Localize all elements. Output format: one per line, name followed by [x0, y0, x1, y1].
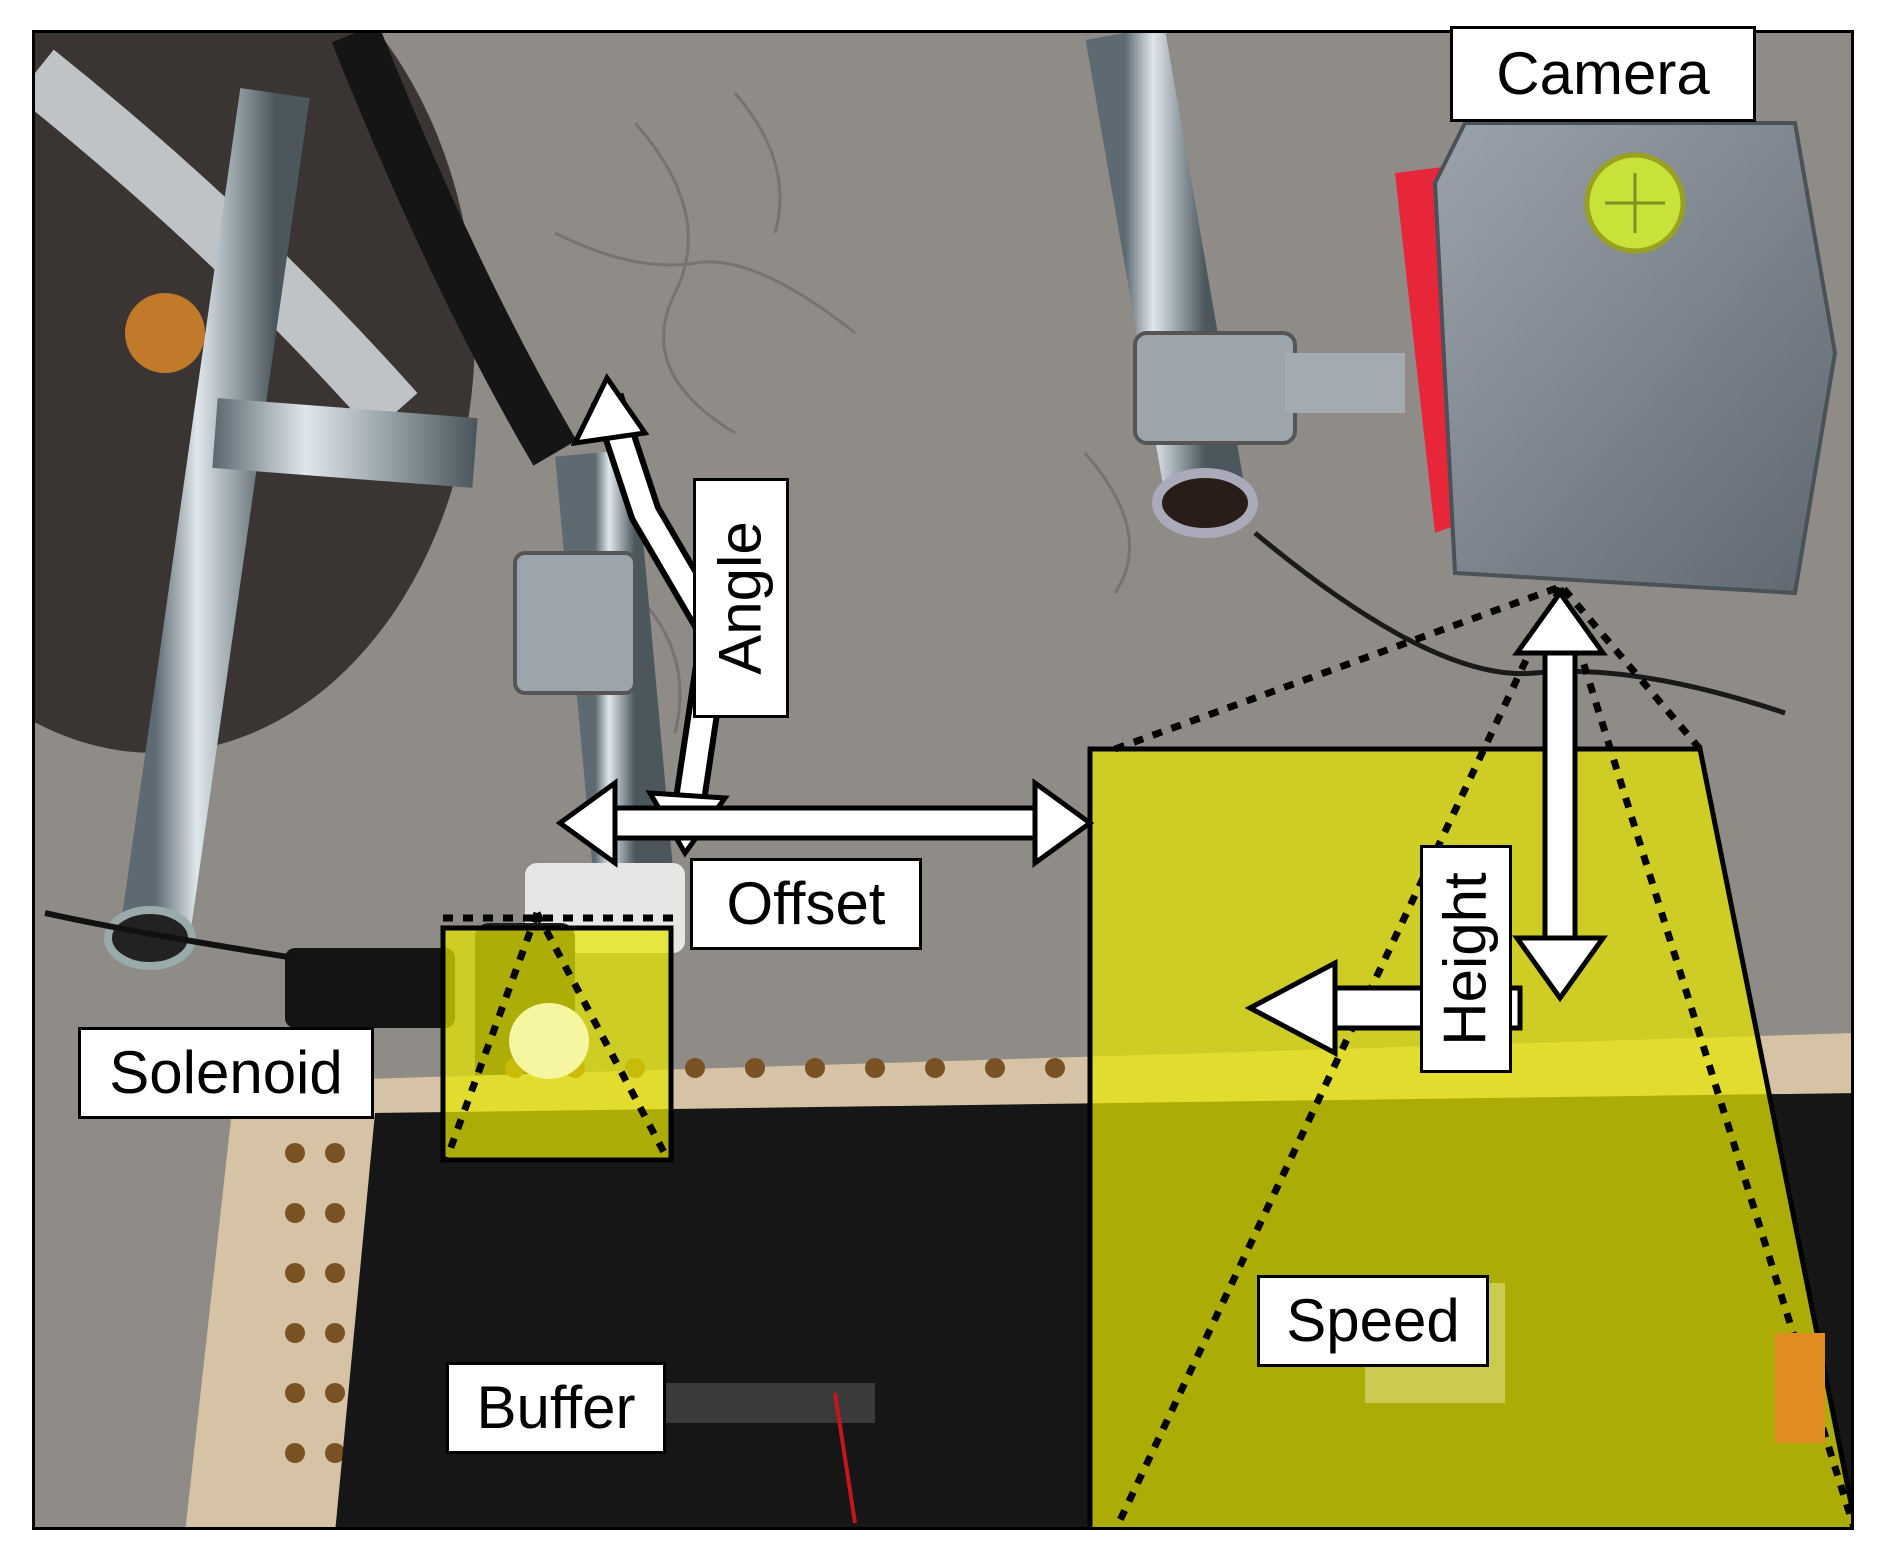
black-hose	[331, 33, 577, 466]
floor-cracks	[554, 92, 1131, 734]
scene-svg	[35, 33, 1851, 1527]
height-label-text: Height	[1432, 872, 1499, 1046]
speed-label: Speed	[1257, 1275, 1489, 1367]
offset-label: Offset	[690, 858, 922, 950]
camera-arm	[1285, 353, 1405, 413]
camera-box	[1432, 121, 1838, 596]
solenoid-body	[285, 948, 455, 1028]
pipe-crossbar	[212, 398, 478, 488]
angle-label-text: Angle	[707, 521, 774, 675]
photo-scene	[32, 30, 1854, 1530]
offset-arrow	[555, 778, 1095, 868]
pipe-clamp-right	[1133, 331, 1297, 445]
pipe-left	[120, 88, 310, 938]
solenoid-label: Solenoid	[78, 1027, 374, 1119]
pipe-clamp	[513, 551, 637, 695]
angle-label: Angle	[693, 478, 789, 718]
buffer-label: Buffer	[446, 1362, 666, 1454]
height-arrow	[1512, 588, 1608, 1003]
height-label: Height	[1420, 845, 1512, 1073]
wheel-hub	[125, 293, 205, 373]
camera-label: Camera	[1450, 26, 1756, 122]
spray-spot	[509, 1003, 589, 1079]
